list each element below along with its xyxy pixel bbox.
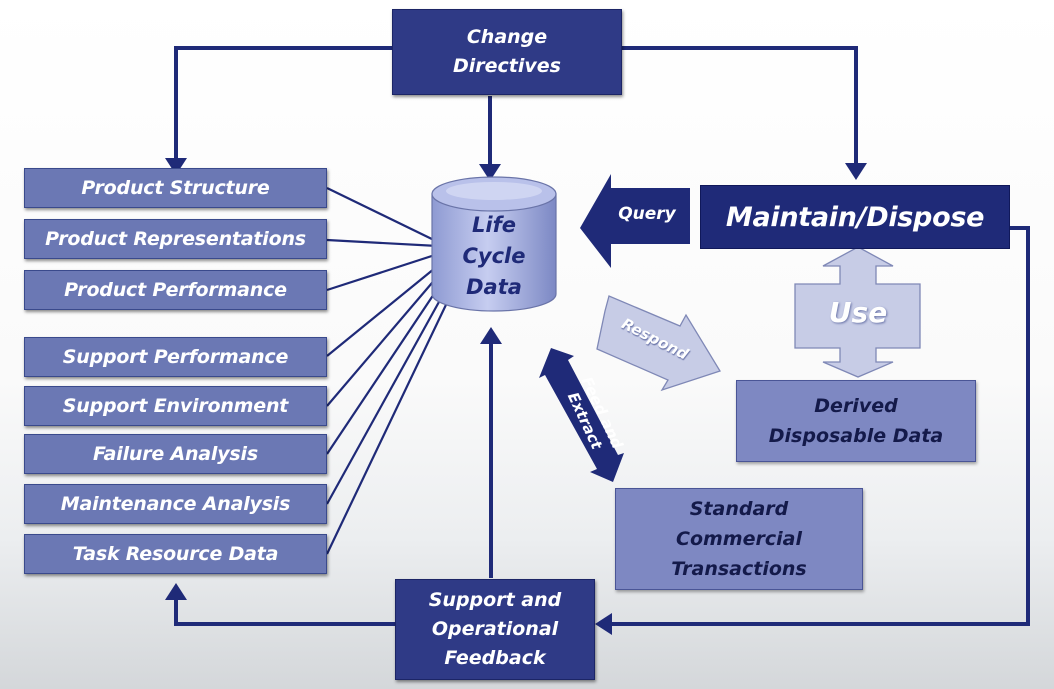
feed-extract-double-arrow (539, 348, 624, 482)
query-label: Query (618, 204, 676, 224)
list-item-label: Failure Analysis (93, 443, 258, 465)
list-item-label: Product Performance (64, 279, 287, 301)
use-label: Use (828, 296, 888, 329)
standard-line2: Commercial (676, 528, 802, 550)
cylinder-line2: Cycle (462, 244, 526, 268)
life-cycle-data-cylinder (431, 176, 557, 312)
list-item-maintenance-analysis: Maintenance Analysis (24, 484, 327, 524)
derived-disposable-data-box: Derived Disposable Data (736, 380, 976, 462)
query-arrow (580, 174, 690, 268)
maintain-dispose-label: Maintain/Dispose (725, 201, 985, 233)
list-item-label: Support Performance (62, 346, 289, 368)
derived-line2: Disposable Data (768, 425, 944, 447)
list-item-label: Product Structure (81, 177, 270, 199)
standard-line3: Transactions (671, 558, 807, 580)
arrowhead-support-right (595, 613, 612, 635)
cylinder-line3: Data (466, 275, 522, 299)
support-line3: Feedback (444, 647, 546, 669)
list-item-product-representations: Product Representations (24, 219, 327, 259)
cylinder-line1: Life (472, 213, 516, 237)
list-item-label: Maintenance Analysis (60, 493, 291, 515)
list-item-product-structure: Product Structure (24, 168, 327, 208)
respond-arrow (596, 295, 721, 392)
support-operational-feedback-box: Support and Operational Feedback (395, 579, 595, 680)
list-item-label: Product Representations (45, 228, 306, 250)
list-item-support-environment: Support Environment (24, 386, 327, 426)
change-directives-line1: Change (466, 26, 548, 48)
standard-commercial-transactions-box: Standard Commercial Transactions (615, 488, 863, 590)
arrowhead-cylinder-top (479, 164, 501, 181)
cylinder-label: Life Cycle Data (434, 210, 554, 303)
list-item-label: Support Environment (62, 395, 289, 417)
support-to-left-connector (174, 598, 395, 626)
change-to-left-connector (174, 46, 392, 160)
list-item-failure-analysis: Failure Analysis (24, 434, 327, 474)
change-directives-box: Change Directives (392, 9, 622, 95)
use-double-arrow (794, 246, 921, 378)
arrowhead-left-list (165, 158, 187, 175)
fan-lines (326, 187, 455, 555)
arrowhead-maintain-top (845, 163, 867, 180)
maintain-to-support-connector (610, 226, 1030, 626)
standard-line1: Standard (689, 498, 789, 520)
list-item-label: Task Resource Data (72, 543, 279, 565)
list-item-support-performance: Support Performance (24, 337, 327, 377)
list-item-product-performance: Product Performance (24, 270, 327, 310)
maintain-dispose-box: Maintain/Dispose (700, 185, 1010, 249)
arrowhead-cylinder-bottom (480, 327, 502, 344)
change-directives-line2: Directives (453, 55, 561, 77)
derived-line1: Derived (814, 395, 898, 417)
support-line2: Operational (431, 618, 559, 640)
list-item-task-resource-data: Task Resource Data (24, 534, 327, 574)
change-to-maintain-connector (622, 46, 858, 165)
arrowhead-left-bottom (165, 583, 187, 600)
support-line1: Support and (428, 589, 562, 611)
